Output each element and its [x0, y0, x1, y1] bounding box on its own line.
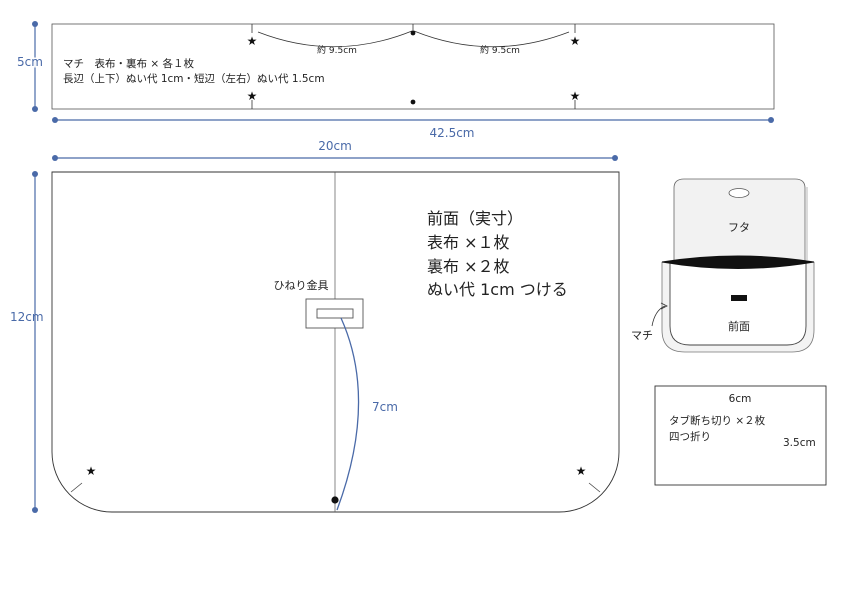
bag-gusset-pointer: [651, 305, 666, 327]
bag-gusset-label: マチ: [631, 329, 653, 342]
tab-piece: 6cm タブ断ち切り ×２枚 四つ折り 3.5cm: [654, 385, 827, 486]
bag-flap: [673, 178, 806, 263]
bag-flap-label: フタ: [728, 221, 750, 234]
front-width-label: 20cm: [318, 139, 352, 153]
gusset-label-line2: 長辺（上下）ぬい代 1cm・短辺（左右）ぬい代 1.5cm: [63, 72, 325, 85]
gusset-height-label: 5cm: [17, 55, 43, 69]
gusset-length-label: 42.5cm: [429, 126, 474, 140]
bag-flap-hole: [728, 188, 750, 198]
front-width-dimension: 20cm: [52, 139, 618, 161]
tab-line2: 四つ折り: [669, 430, 711, 443]
twist-lock-label: ひねり金具: [274, 278, 329, 292]
front-outline: [51, 171, 620, 513]
star-mark: ★: [247, 89, 258, 103]
gusset-label-line1: マチ 表布・裏布 × 各１枚: [63, 57, 194, 70]
bag-gusset-pointer-head: [660, 302, 668, 310]
front-height-dimension: 12cm: [10, 171, 44, 513]
front-title-line4: ぬい代 1cm つける: [427, 280, 568, 299]
bag-front-panel: [669, 261, 807, 346]
gusset-piece: ★ ★ ★ ★ 約 9.5cm 約 9.5cm マチ 表布・裏布 × 各１枚 長…: [51, 23, 775, 110]
star-mark: ★: [576, 464, 587, 478]
front-corner-mark-left: [70, 482, 83, 493]
front-bottom-dot: [331, 496, 339, 504]
tab-width-label: 6cm: [729, 393, 752, 405]
front-piece: ★ ★ ひねり金具 7cm 前面（実寸） 表布 ×１枚 裏布 ×２枚 ぬい代 1…: [51, 171, 620, 513]
star-mark: ★: [247, 34, 258, 48]
twist-lock-hardware-inner: [316, 308, 354, 319]
front-height-label: 12cm: [10, 310, 44, 324]
bag-illustration: フタ 前面 マチ: [631, 178, 815, 353]
front-corner-mark-right: [588, 482, 601, 493]
front-title-line2: 表布 ×１枚: [427, 233, 510, 252]
gusset-center-dot-bottom: [410, 99, 416, 105]
bag-lock: [731, 295, 747, 301]
front-curve-measure: [336, 317, 360, 511]
gusset-arc-right: [413, 30, 570, 48]
gusset-height-dimension: 5cm: [16, 21, 44, 112]
tab-outline: [654, 385, 827, 486]
bag-front-label: 前面: [728, 319, 750, 333]
tab-line1: タブ断ち切り ×２枚: [669, 414, 766, 427]
gusset-length-dimension: 42.5cm: [52, 117, 774, 140]
front-curve-label: 7cm: [372, 400, 398, 414]
front-title-line1: 前面（実寸）: [427, 209, 523, 228]
gusset-segment-left-label: 約 9.5cm: [317, 44, 357, 56]
gusset-segment-right-label: 約 9.5cm: [480, 44, 520, 56]
front-title-line3: 裏布 ×２枚: [427, 257, 510, 276]
tab-height-label: 3.5cm: [783, 437, 816, 449]
star-mark: ★: [570, 89, 581, 103]
star-mark: ★: [570, 34, 581, 48]
bag-opening: [661, 255, 815, 269]
gusset-center-dot-top: [410, 30, 416, 36]
star-mark: ★: [86, 464, 97, 478]
gusset-arc-left: [257, 30, 413, 48]
